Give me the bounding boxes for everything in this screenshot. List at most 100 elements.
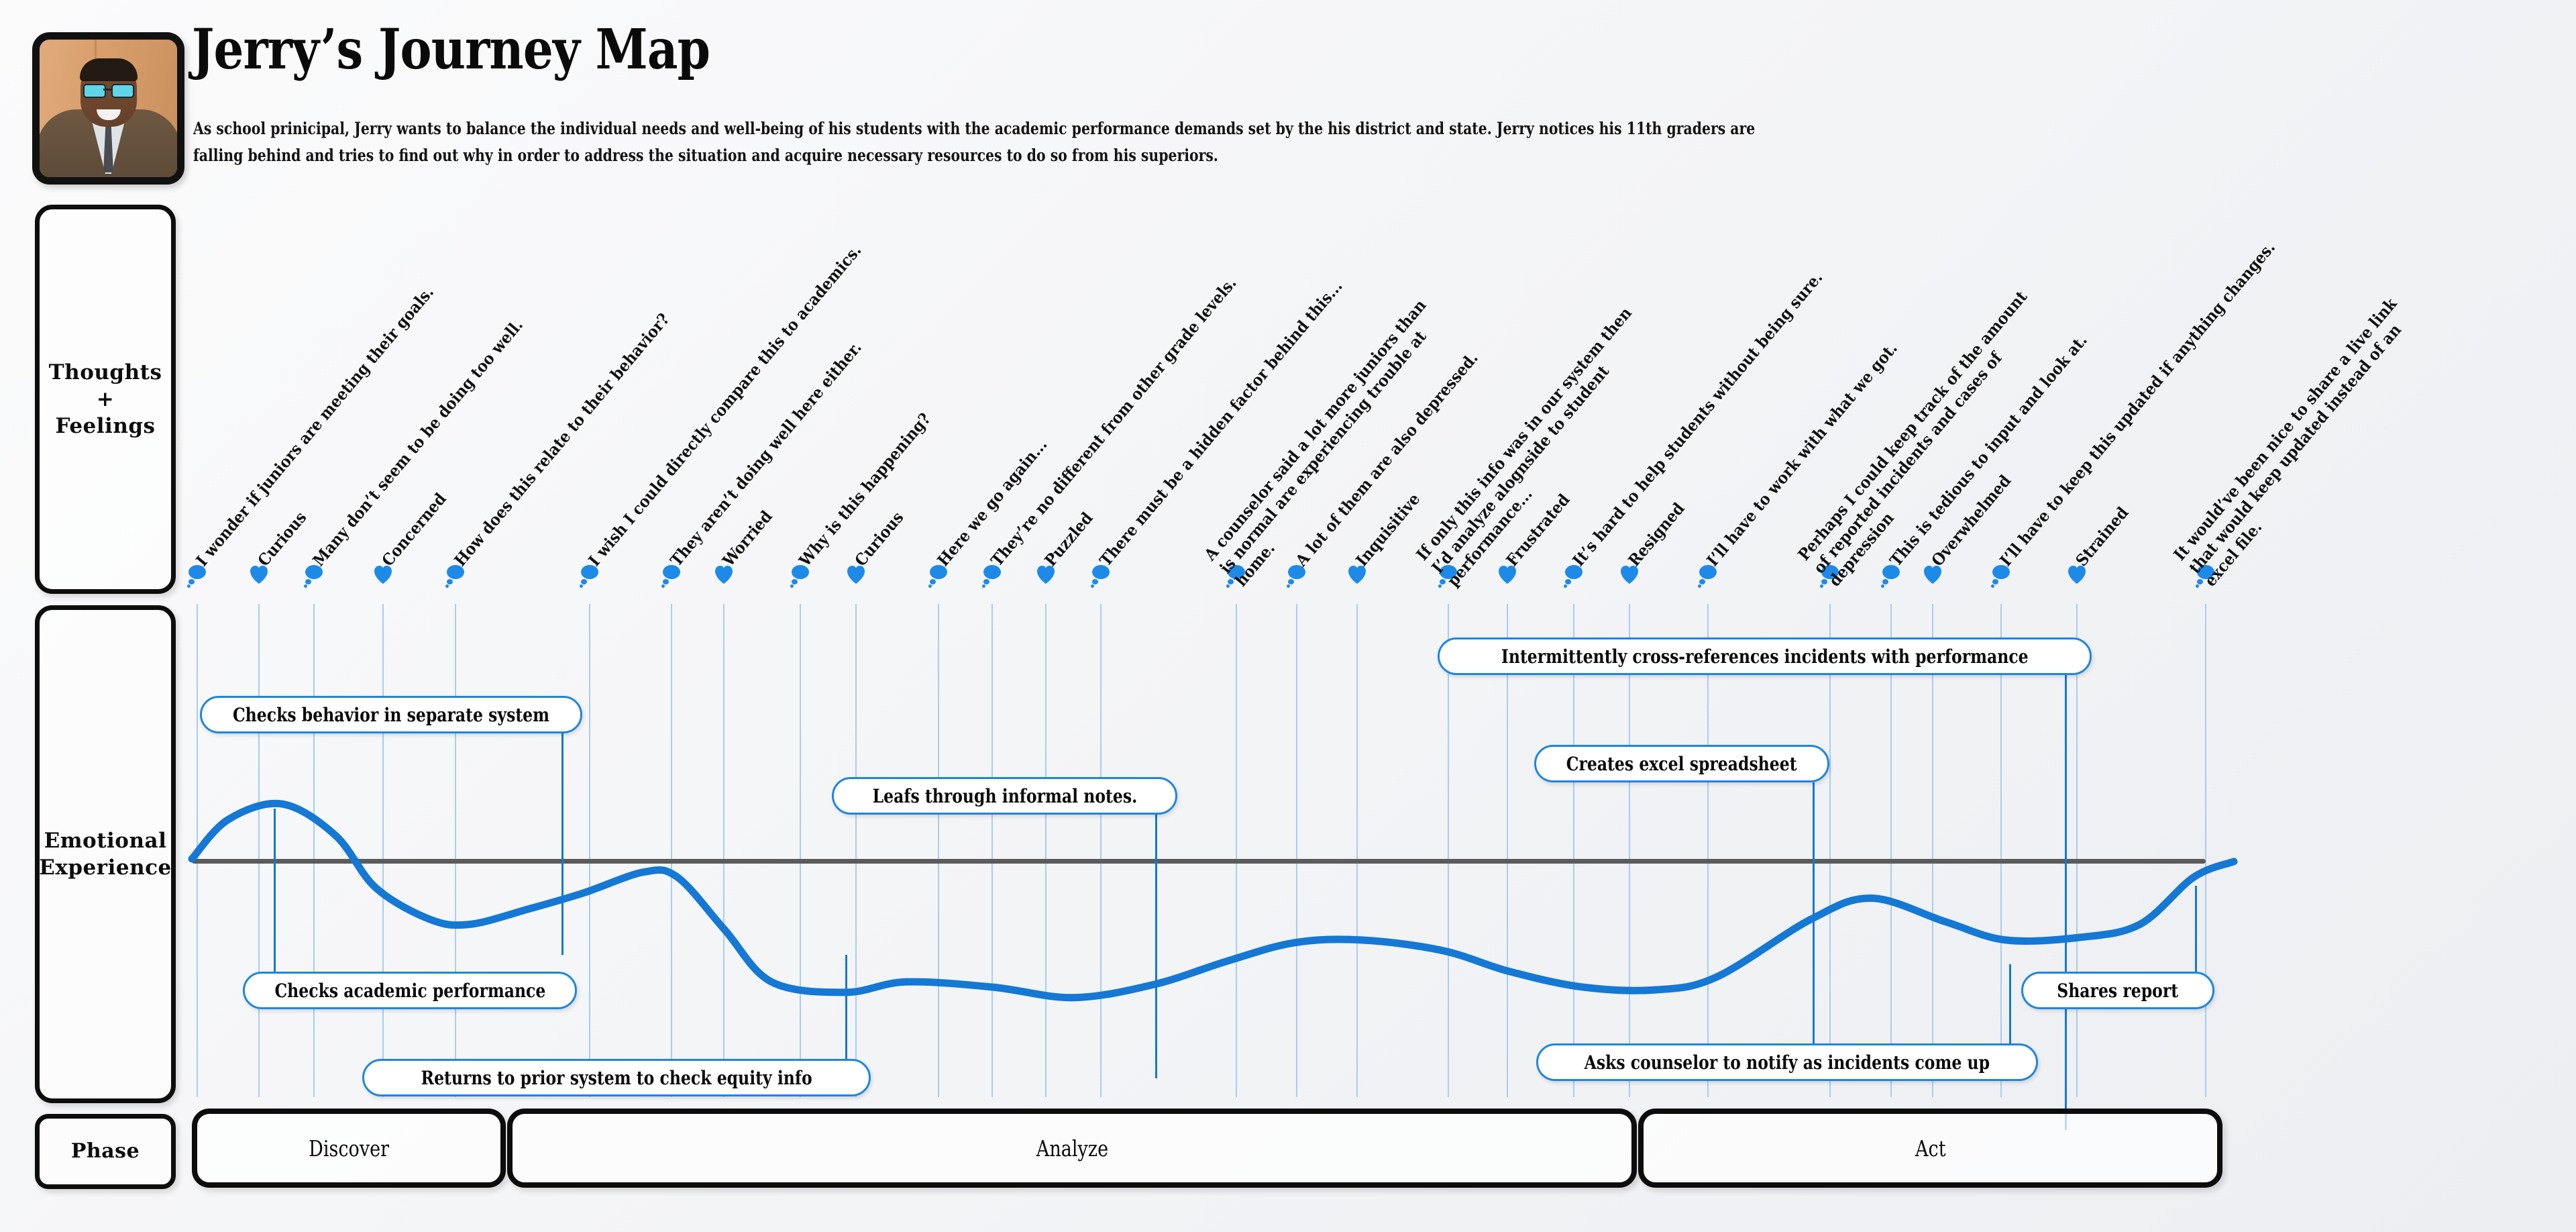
- action-pill-label: Asks counselor to notify as incidents co…: [1584, 1051, 1990, 1074]
- action-leader-line: [1155, 815, 1157, 1078]
- tf-line-1: Thoughts: [48, 360, 162, 384]
- heart-icon: [846, 565, 866, 588]
- touchpoint-tick: [1707, 604, 1709, 1097]
- action-pill[interactable]: Creates excel spreadsheet: [1534, 745, 1829, 782]
- action-leader-line: [2195, 886, 2197, 972]
- page-title: Jerry’s Journey Map: [192, 17, 710, 82]
- avatar-smile: [96, 109, 121, 120]
- touchpoint-tick: [382, 604, 384, 1097]
- heart-icon: [1497, 565, 1517, 588]
- touchpoint-tick: [455, 604, 456, 1097]
- feeling-label: Puzzled: [1040, 508, 1097, 570]
- tf-line-2: +: [96, 387, 115, 411]
- row-label-thoughts-feelings: Thoughts + Feelings: [35, 205, 176, 594]
- thought-bubble-icon: [304, 565, 324, 588]
- touchpoint-tick: [1932, 604, 1933, 1097]
- thought-bubble-icon: [445, 565, 466, 588]
- thought-bubble-icon: [1698, 565, 1718, 588]
- heart-icon: [1347, 565, 1367, 588]
- action-leader-line: [1813, 782, 1815, 1055]
- touchpoint-tick: [1448, 604, 1449, 1097]
- thought-label: I wonder if juniors are meeting their go…: [192, 282, 438, 570]
- touchpoint-tick: [938, 604, 939, 1097]
- feeling-label: Worried: [718, 506, 776, 570]
- feeling-label: Curious: [254, 507, 311, 570]
- heart-icon: [1036, 565, 1056, 588]
- emotional-experience-chart: [188, 604, 2540, 1100]
- action-pill-label: Checks behavior in separate system: [232, 703, 550, 726]
- row-label-phase-text: Phase: [70, 1139, 140, 1163]
- thought-bubble-icon: [1881, 565, 1901, 588]
- feeling-label: Curious: [851, 507, 908, 570]
- action-pill[interactable]: Leafs through informal notes.: [832, 777, 1177, 815]
- action-leader-line: [845, 955, 847, 1059]
- touchpoint-tick: [1890, 604, 1892, 1097]
- action-pill[interactable]: Intermittently cross-references incident…: [1438, 637, 2092, 675]
- emotion-curve: [188, 799, 2238, 1002]
- action-pill[interactable]: Asks counselor to notify as incidents co…: [1536, 1043, 2038, 1081]
- thought-bubble-icon: [1991, 565, 2011, 588]
- action-leader-line: [2009, 964, 2011, 1043]
- thought-bubble-icon: [928, 565, 949, 588]
- row-label-phase: Phase: [35, 1114, 176, 1189]
- tf-line-3: Feelings: [55, 414, 156, 438]
- action-leader-line: [274, 809, 276, 972]
- action-pill-label: Shares report: [2057, 979, 2179, 1002]
- avatar-glasses: [83, 84, 134, 98]
- action-pill[interactable]: Returns to prior system to check equity …: [362, 1059, 871, 1096]
- action-pill-label: Intermittently cross-references incident…: [1501, 645, 2029, 668]
- emo-line-1: Emotional: [44, 829, 167, 853]
- action-pill[interactable]: Checks academic performance: [243, 972, 577, 1009]
- avatar: [32, 32, 184, 185]
- touchpoint-tick: [1100, 604, 1102, 1097]
- heart-icon: [249, 565, 269, 588]
- touchpoint-tick: [1356, 604, 1358, 1097]
- action-pill-label: Returns to prior system to check equity …: [421, 1066, 812, 1089]
- touchpoint-tick: [800, 604, 801, 1097]
- touchpoint-tick: [1236, 604, 1237, 1097]
- phase-label: Act: [1915, 1135, 1946, 1162]
- emo-line-2: Experience: [39, 856, 172, 880]
- touchpoint-tick: [2205, 604, 2206, 1097]
- action-pill-label: Leafs through informal notes.: [872, 784, 1137, 807]
- touchpoint-tick: [1507, 604, 1508, 1097]
- heart-icon: [714, 565, 734, 588]
- touchpoint-tick: [1045, 604, 1046, 1097]
- thought-bubble-icon: [982, 565, 1002, 588]
- thought-bubble-icon: [2196, 565, 2216, 588]
- action-pill[interactable]: Checks behavior in separate system: [200, 696, 582, 733]
- thought-bubble-icon: [1820, 565, 1840, 588]
- thought-bubble-icon: [1287, 565, 1307, 588]
- phase-analyze[interactable]: Analyze: [507, 1109, 1637, 1188]
- touchpoint-tick: [855, 604, 857, 1097]
- thought-bubble-icon: [1091, 565, 1111, 588]
- thought-bubble-icon: [187, 565, 207, 588]
- thought-bubble-icon: [580, 565, 600, 588]
- touchpoint-tick: [1296, 604, 1297, 1097]
- thought-label: I wish I could directly compare this to …: [584, 240, 865, 570]
- thought-bubble-icon: [1564, 565, 1584, 588]
- touchpoint-tick: [1573, 604, 1574, 1097]
- touchpoint-tick: [991, 604, 993, 1097]
- phase-discover[interactable]: Discover: [192, 1109, 506, 1188]
- phase-act[interactable]: Act: [1638, 1109, 2222, 1188]
- touchpoint-tick: [1829, 604, 1831, 1097]
- action-leader-line: [2065, 675, 2067, 1130]
- action-pill[interactable]: Shares report: [2021, 972, 2214, 1009]
- touchpoint-tick: [589, 604, 590, 1097]
- touchpoint-tick: [671, 604, 672, 1097]
- touchpoint-tick: [2076, 604, 2078, 1097]
- heart-icon: [373, 565, 393, 588]
- row-label-emotional-experience-text: Emotional Experience: [39, 827, 171, 881]
- heart-icon: [1923, 565, 1943, 588]
- touchpoint-tick: [313, 604, 315, 1097]
- touchpoint-tick: [2000, 604, 2002, 1097]
- action-leader-line: [561, 733, 564, 955]
- thought-bubble-icon: [661, 565, 682, 588]
- row-label-emotional-experience: Emotional Experience: [35, 605, 176, 1103]
- action-pill-label: Checks academic performance: [274, 979, 545, 1002]
- touchpoint-tick: [1629, 604, 1630, 1097]
- thought-bubble-icon: [790, 565, 810, 588]
- avatar-tie: [103, 121, 113, 172]
- action-pill-label: Creates excel spreadsheet: [1566, 752, 1797, 775]
